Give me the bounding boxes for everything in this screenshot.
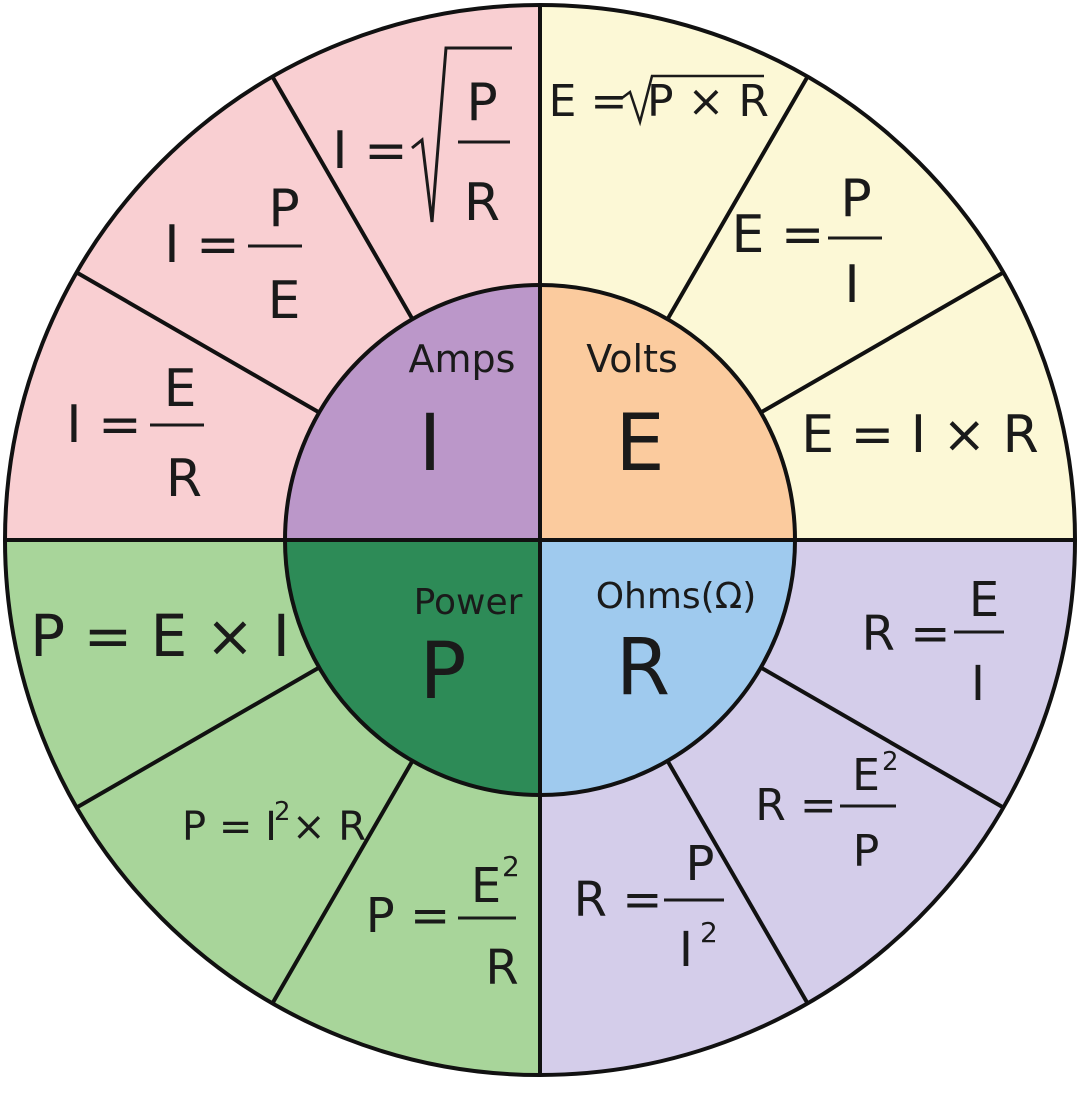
formula-denominator: I — [844, 255, 859, 315]
formula-denominator-exponent: 2 — [700, 916, 718, 949]
formula-denominator: E — [268, 271, 301, 331]
formula-lhs: I = — [332, 121, 407, 181]
power-symbol: P — [419, 627, 466, 717]
amps-core — [285, 285, 540, 540]
formula-volts-p-over-i: E = P I — [732, 169, 882, 315]
formula-amps-p-over-e: I = P E — [164, 179, 302, 331]
formula-numerator: E — [471, 858, 501, 914]
formula-numerator-exponent: 2 — [502, 850, 520, 883]
formula-power-i2-times-r: P = I 2 × R — [182, 797, 366, 850]
formula-power-e-times-i: P = E × I — [30, 602, 290, 670]
formula-volts-sqrt: E = P × R — [549, 74, 769, 127]
formula-numerator: E — [164, 359, 197, 419]
formula-numerator: P — [268, 179, 299, 239]
formula-rhs: × R — [292, 804, 366, 850]
formula-power-e2-over-r: P = E 2 R — [366, 850, 520, 996]
power-core — [285, 540, 540, 795]
formula-ohms-e-over-i: R = E I — [862, 572, 1004, 712]
divider-line — [759, 665, 1005, 810]
outer-circle-border — [3, 3, 1077, 1077]
formula-denominator: R — [464, 173, 500, 233]
ohms-core — [540, 540, 795, 795]
formula-denominator: I — [679, 922, 693, 978]
sqrt-radical-icon — [621, 74, 764, 127]
wedge-dividers — [75, 75, 1005, 1005]
formula-numerator: P — [840, 169, 871, 229]
amps-symbol: I — [418, 399, 441, 489]
formula-lhs: R = — [574, 872, 663, 928]
ohms-label: Ohms(Ω) — [596, 576, 757, 617]
formula-amps-sqrt: I = P R — [332, 46, 512, 233]
formula-ohms-e2-over-p: R = E 2 P — [755, 747, 898, 877]
ohms-symbol: R — [616, 623, 670, 713]
amps-label: Amps — [409, 337, 516, 381]
formula-lhs: E = — [549, 76, 628, 127]
formula-lhs: P = I — [182, 804, 277, 850]
formula-lhs: R = — [862, 606, 951, 662]
formula-denominator: R — [166, 449, 202, 509]
power-label: Power — [414, 582, 523, 623]
axis-lines — [5, 5, 1075, 1075]
formula-volts-i-times-r: E = I × R — [801, 405, 1039, 465]
formula-exponent: 2 — [274, 797, 291, 827]
formula-denominator: P — [853, 826, 880, 877]
volts-core — [540, 285, 795, 540]
divider-line — [759, 270, 1005, 415]
formula-numerator: E — [852, 750, 880, 801]
formula-numerator: E — [969, 572, 999, 628]
divider-line — [270, 75, 415, 321]
center-labels: Amps I Volts E Power P Ohms(Ω) R — [409, 337, 757, 717]
formula-denominator: I — [971, 656, 985, 712]
volts-symbol: E — [615, 399, 664, 489]
formula-text: E = I × R — [801, 405, 1039, 465]
formula-text: P = E × I — [30, 602, 290, 670]
formula-lhs: P = — [366, 888, 450, 944]
formula-denominator: R — [485, 940, 518, 996]
sqrt-radical-icon — [411, 46, 512, 223]
divider-line — [270, 759, 415, 1005]
volts-label: Volts — [586, 337, 678, 381]
formula-lhs: I = — [164, 215, 239, 275]
divider-line — [665, 759, 810, 1005]
formula-lhs: E = — [732, 205, 825, 265]
divider-line — [665, 75, 810, 321]
divider-line — [75, 270, 321, 415]
formula-numerator: P — [686, 836, 715, 892]
divider-line — [75, 665, 321, 810]
formula-numerator: P — [466, 73, 497, 133]
formula-numerator-exponent: 2 — [882, 747, 899, 777]
formula-ohms-p-over-i2: R = P I 2 — [574, 836, 724, 978]
formula-radicand: P × R — [647, 76, 769, 127]
formula-lhs: I = — [66, 395, 141, 455]
formula-lhs: R = — [755, 780, 836, 831]
formula-amps-e-over-r: I = E R — [66, 359, 204, 509]
